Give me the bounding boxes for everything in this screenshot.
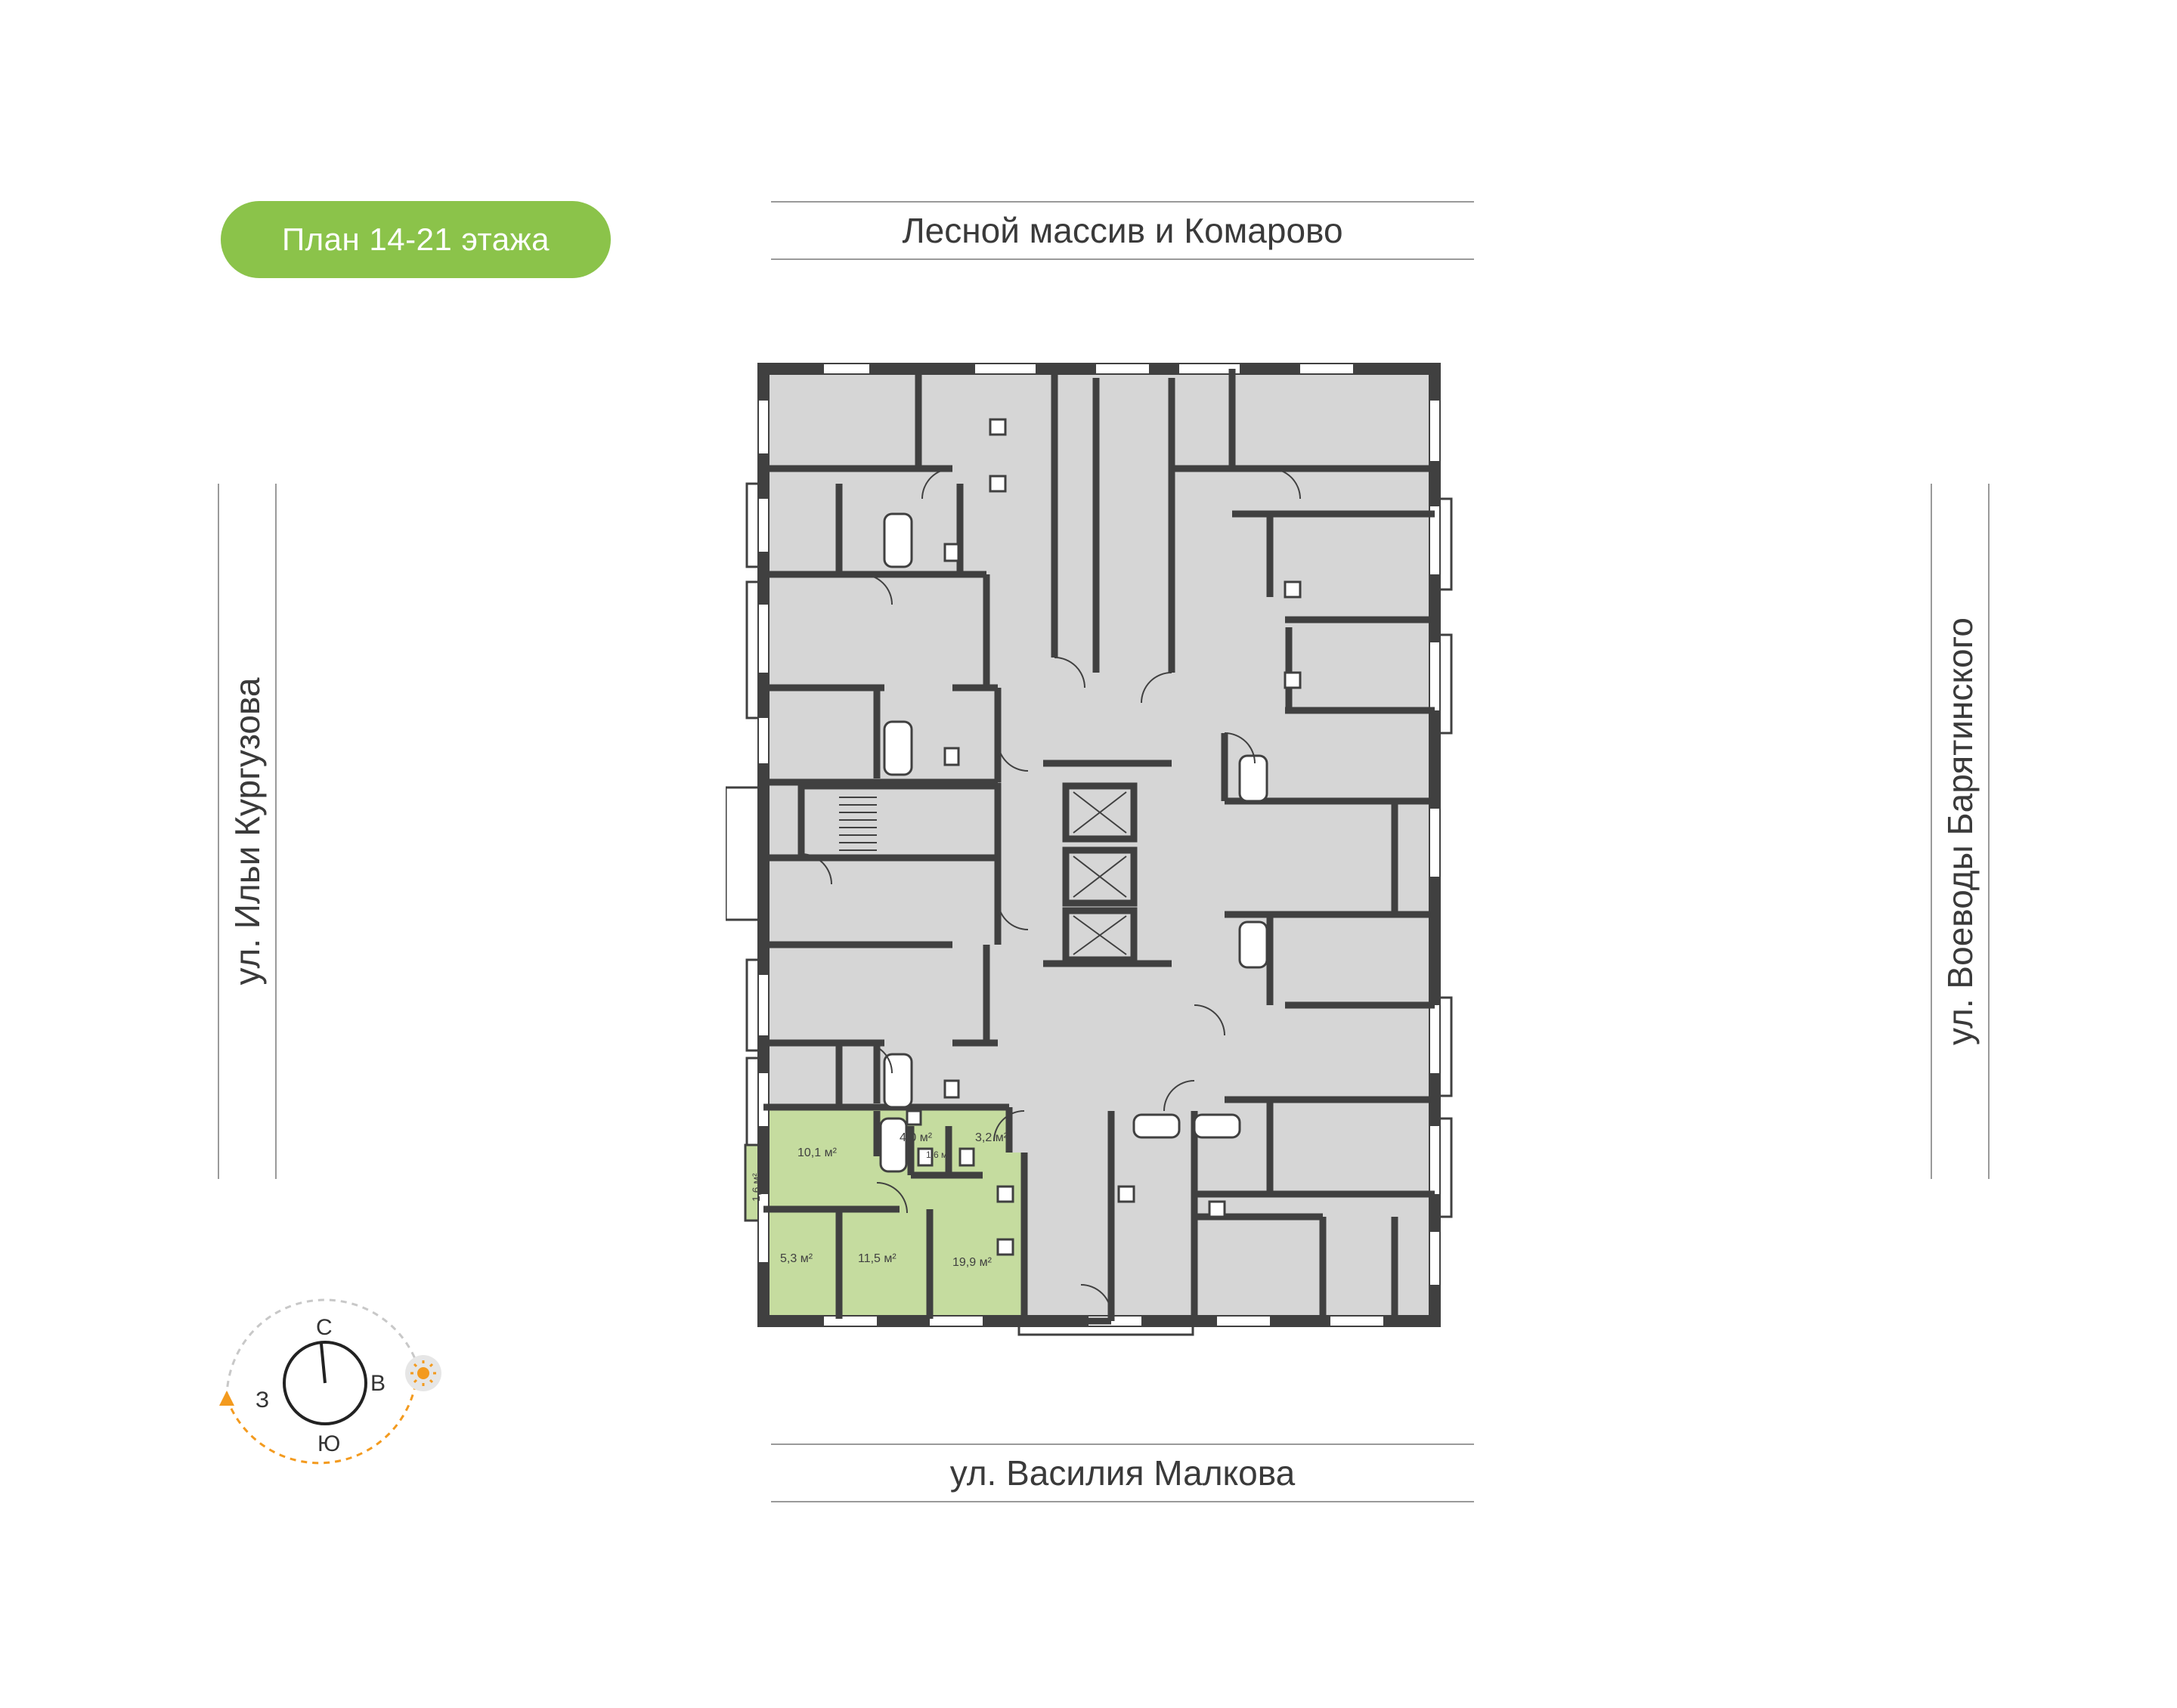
compass-circle <box>283 1341 367 1425</box>
compass-needle-icon <box>320 1343 327 1384</box>
room-area-label: 10,1 м² <box>797 1146 838 1159</box>
street-north-label: Лесной массив и Комарово <box>902 211 1343 250</box>
door-swings <box>801 468 1301 1316</box>
fixtures <box>879 418 1302 1256</box>
stair-steps <box>839 797 877 851</box>
sun-icon <box>405 1355 441 1391</box>
floor-badge: План 14-21 этажа <box>221 201 611 278</box>
street-east-label: ул. Воеводы Барятинского <box>1940 617 1980 1045</box>
windows <box>759 364 1439 1326</box>
room-area-label: 5,3 м² <box>780 1252 813 1265</box>
sun-path-upper <box>225 1298 417 1399</box>
street-south-label: ул. Василия Малкова <box>949 1453 1296 1493</box>
elevators <box>1073 791 1127 955</box>
street-east: ул. Воеводы Барятинского <box>1931 484 1990 1179</box>
room-area-label: 11,5 м² <box>858 1252 897 1265</box>
room-area-label: 1,6 м² <box>926 1149 950 1160</box>
path-arrow-icon <box>225 1382 417 1465</box>
floor-badge-label: План 14-21 этажа <box>281 221 550 257</box>
compass-west: З <box>255 1388 269 1413</box>
compass-north: С <box>316 1315 333 1340</box>
room-area-label: 19,9 м² <box>952 1256 993 1269</box>
compass: С Ю В З <box>219 1298 441 1465</box>
compass-south: Ю <box>317 1431 340 1456</box>
compass-east: В <box>370 1371 386 1396</box>
street-north: Лесной массив и Комарово <box>771 201 1474 260</box>
room-area-label: 3,2 м² <box>975 1131 1008 1144</box>
street-west: ул. Ильи Кургузова <box>218 484 277 1179</box>
area-labels: 10,1 м² 4,0 м² 1,6 м² 3,2 м² 1,6 м² 5,3 … <box>750 1131 1008 1269</box>
street-south: ул. Василия Малкова <box>771 1443 1474 1502</box>
floor-plan: 10,1 м² 4,0 м² 1,6 м² 3,2 м² 1,6 м² 5,3 … <box>726 363 1453 1336</box>
room-area-label: 4,0 м² <box>900 1131 933 1144</box>
balcony-area-label: 1,6 м² <box>750 1173 762 1202</box>
interior-walls <box>763 369 1435 1325</box>
street-west-label: ул. Ильи Кургузова <box>228 677 267 986</box>
arrow-head-icon <box>219 1391 234 1406</box>
